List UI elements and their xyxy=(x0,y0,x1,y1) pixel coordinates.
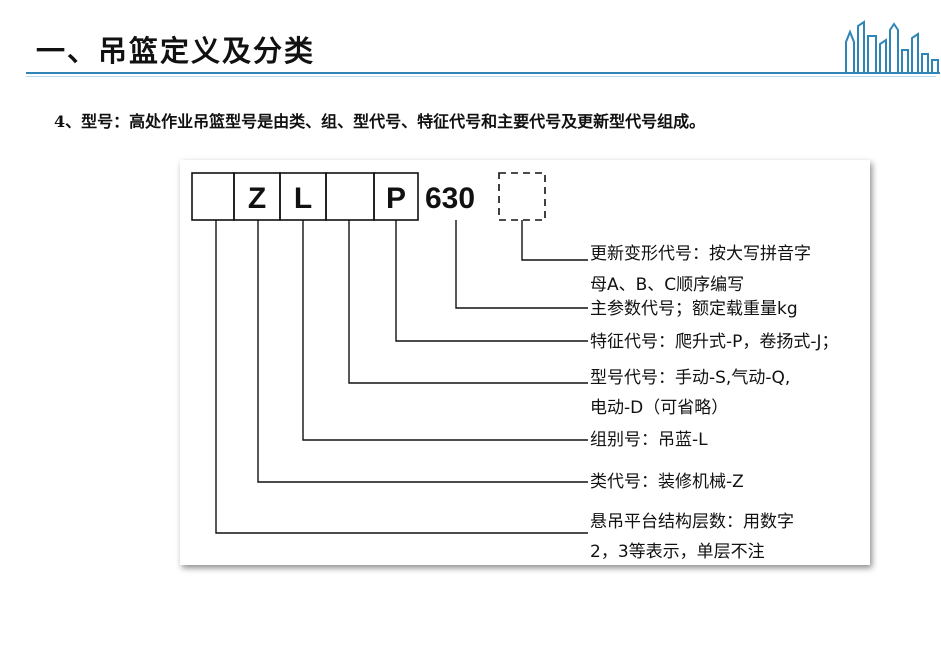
code-box-dashed xyxy=(498,172,546,221)
title-underline-light xyxy=(26,76,936,77)
label-group-code: 组别号：吊蓝-L xyxy=(590,430,708,450)
code-box-4 xyxy=(325,172,375,221)
leader-line-6 xyxy=(257,220,588,483)
leader-line-7 xyxy=(215,220,588,534)
label-update-code-line1: 更新变形代号：按大写拼音字 xyxy=(590,244,811,264)
title-bar: 一、吊篮定义及分类 xyxy=(0,0,941,80)
label-class-code: 类代号：装修机械-Z xyxy=(590,472,744,492)
code-cell-3: L xyxy=(294,182,312,215)
label-platform-layers-line1: 悬吊平台结构层数：用数字 xyxy=(590,512,794,532)
leader-line-1 xyxy=(521,220,588,261)
leader-line-5 xyxy=(302,220,588,441)
intro-text: 4、型号：高处作业吊篮型号是由类、组、型代号、特征代号和主要代号及更新型代号组成… xyxy=(54,112,706,131)
label-type-code-line1: 型号代号：手动-S,气动-Q, xyxy=(590,368,790,388)
page-title: 一、吊篮定义及分类 xyxy=(36,34,316,68)
code-box-1 xyxy=(191,172,235,221)
code-cell-5: P xyxy=(386,182,406,215)
code-suffix: 630 xyxy=(425,182,475,215)
label-platform-layers-line2: 2，3等表示，单层不注 xyxy=(590,542,765,562)
model-code-svg: Z L P 630 更新变形代号：按大写拼音字 母A、B、C顺序编写 主参数代号… xyxy=(191,172,839,562)
label-feature-code: 特征代号：爬升式-P，卷扬式-J； xyxy=(590,332,839,352)
leader-line-2 xyxy=(455,220,588,309)
city-skyline-logo xyxy=(842,20,940,74)
leader-line-3 xyxy=(395,220,588,342)
label-main-param: 主参数代号；额定载重量kg xyxy=(590,299,798,319)
label-update-code-line2: 母A、B、C顺序编写 xyxy=(590,275,744,295)
label-type-code-line2: 电动-D（可省略） xyxy=(590,398,728,418)
leader-line-4 xyxy=(348,220,588,384)
model-code-diagram: Z L P 630 更新变形代号：按大写拼音字 母A、B、C顺序编写 主参数代号… xyxy=(180,160,870,565)
title-underline xyxy=(26,72,936,74)
code-cell-2: Z xyxy=(248,182,266,215)
